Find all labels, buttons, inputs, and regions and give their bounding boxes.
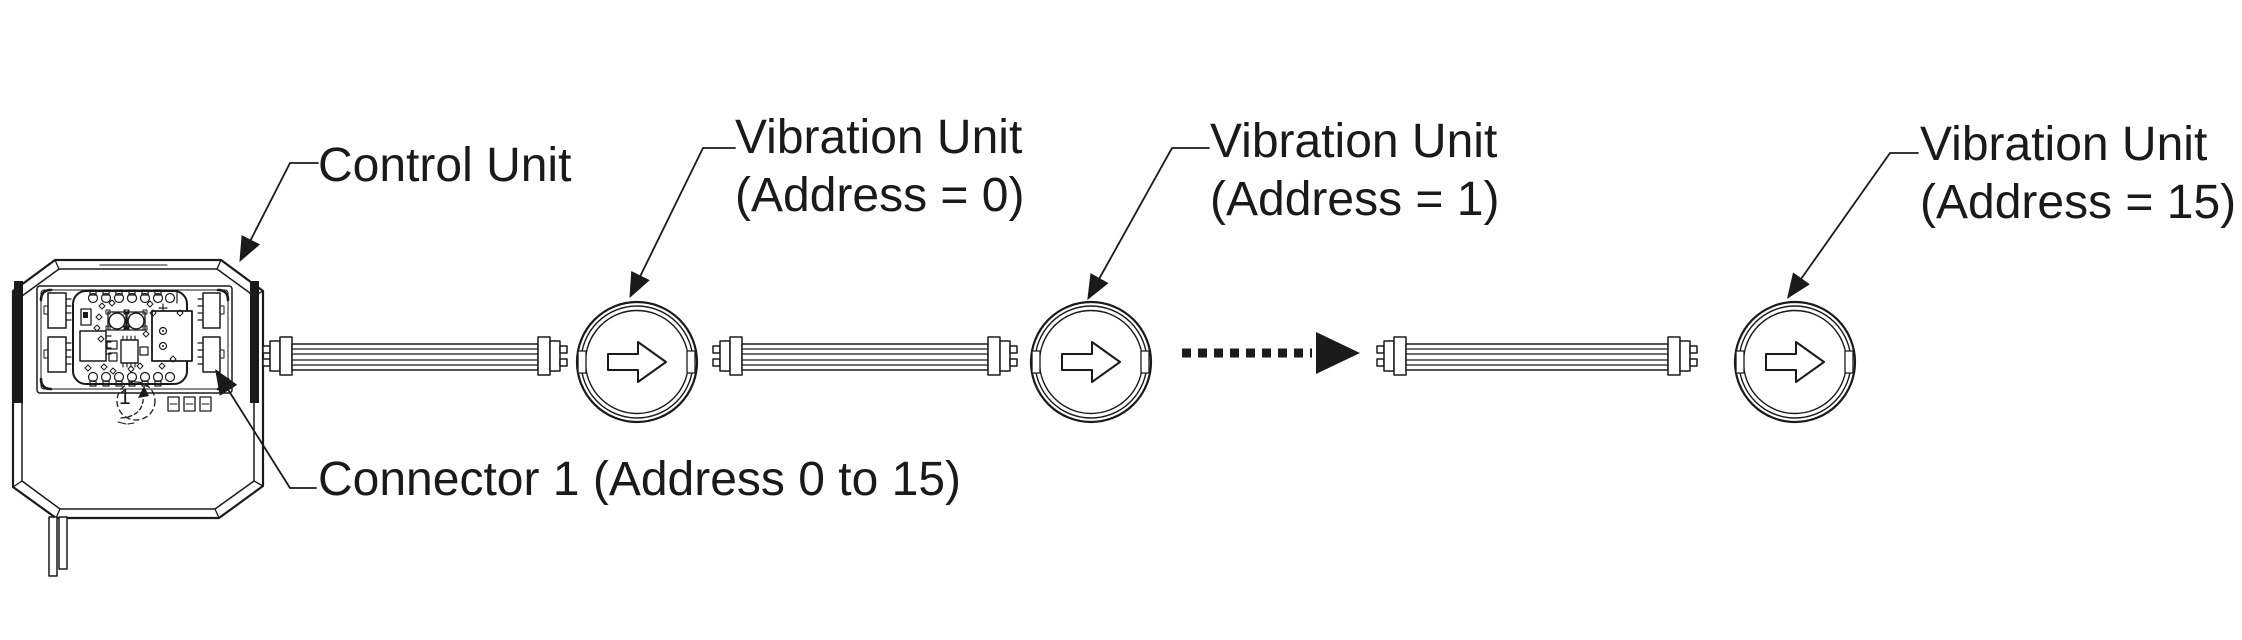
vibration-unit-0-leader: [629, 147, 736, 299]
right-arrow-icon: [1061, 341, 1121, 383]
cable-2: [712, 336, 1018, 376]
label-vibration-unit-1: Vibration Unit (Address = 1): [1210, 113, 1499, 229]
vibration-unit-name: Vibration Unit: [1920, 118, 2208, 171]
vibration-unit-1-leader: [1087, 147, 1210, 301]
board-marking-1: 1: [119, 386, 131, 409]
vibration-unit-address: (Address = 0): [735, 169, 1025, 222]
vibration-unit-0-drawing: [575, 300, 699, 424]
dip-switch-row: [167, 396, 212, 412]
vibration-unit-15-leader: [1786, 152, 1919, 299]
vibration-unit-name: Vibration Unit: [735, 111, 1023, 164]
connector-1-blocks: [197, 292, 225, 373]
vibration-unit-address: (Address = 1): [1210, 173, 1500, 226]
cable-3: [1376, 336, 1698, 376]
left-grip-bar: [14, 281, 23, 403]
label-connector-1: Connector 1 (Address 0 to 15): [318, 453, 962, 506]
leader-arrowhead-icon: [138, 386, 149, 398]
pcb-buttons: [105, 309, 148, 331]
label-vibration-unit-0: Vibration Unit (Address = 0): [735, 109, 1024, 225]
connector-1-leader: [215, 369, 317, 489]
cable-1: [262, 336, 568, 376]
dotted-arrow-icon: [1182, 332, 1360, 374]
right-grip-bar: [250, 281, 259, 403]
right-arrow-icon: [1765, 341, 1825, 383]
leader-lines: [215, 147, 1919, 489]
power-wires: [48, 516, 68, 577]
label-control-unit: Control Unit: [318, 139, 572, 192]
left-board-connectors: [43, 292, 72, 373]
right-arrow-icon: [607, 341, 667, 383]
pcb-module: [151, 309, 193, 363]
control-unit-leader: [239, 162, 319, 263]
board-detail-callout: 1: [116, 381, 156, 425]
pcb-fiducial-marks: [84, 299, 166, 375]
vibration-unit-1-drawing: [1029, 300, 1153, 424]
label-vibration-unit-15: Vibration Unit (Address = 15): [1920, 116, 2236, 232]
control-unit-drawing: 1: [11, 258, 265, 577]
vibration-unit-15-drawing: [1733, 300, 1857, 424]
pcb: [72, 289, 193, 387]
vibration-unit-address: (Address = 15): [1920, 176, 2237, 229]
vibration-unit-name: Vibration Unit: [1210, 115, 1498, 168]
